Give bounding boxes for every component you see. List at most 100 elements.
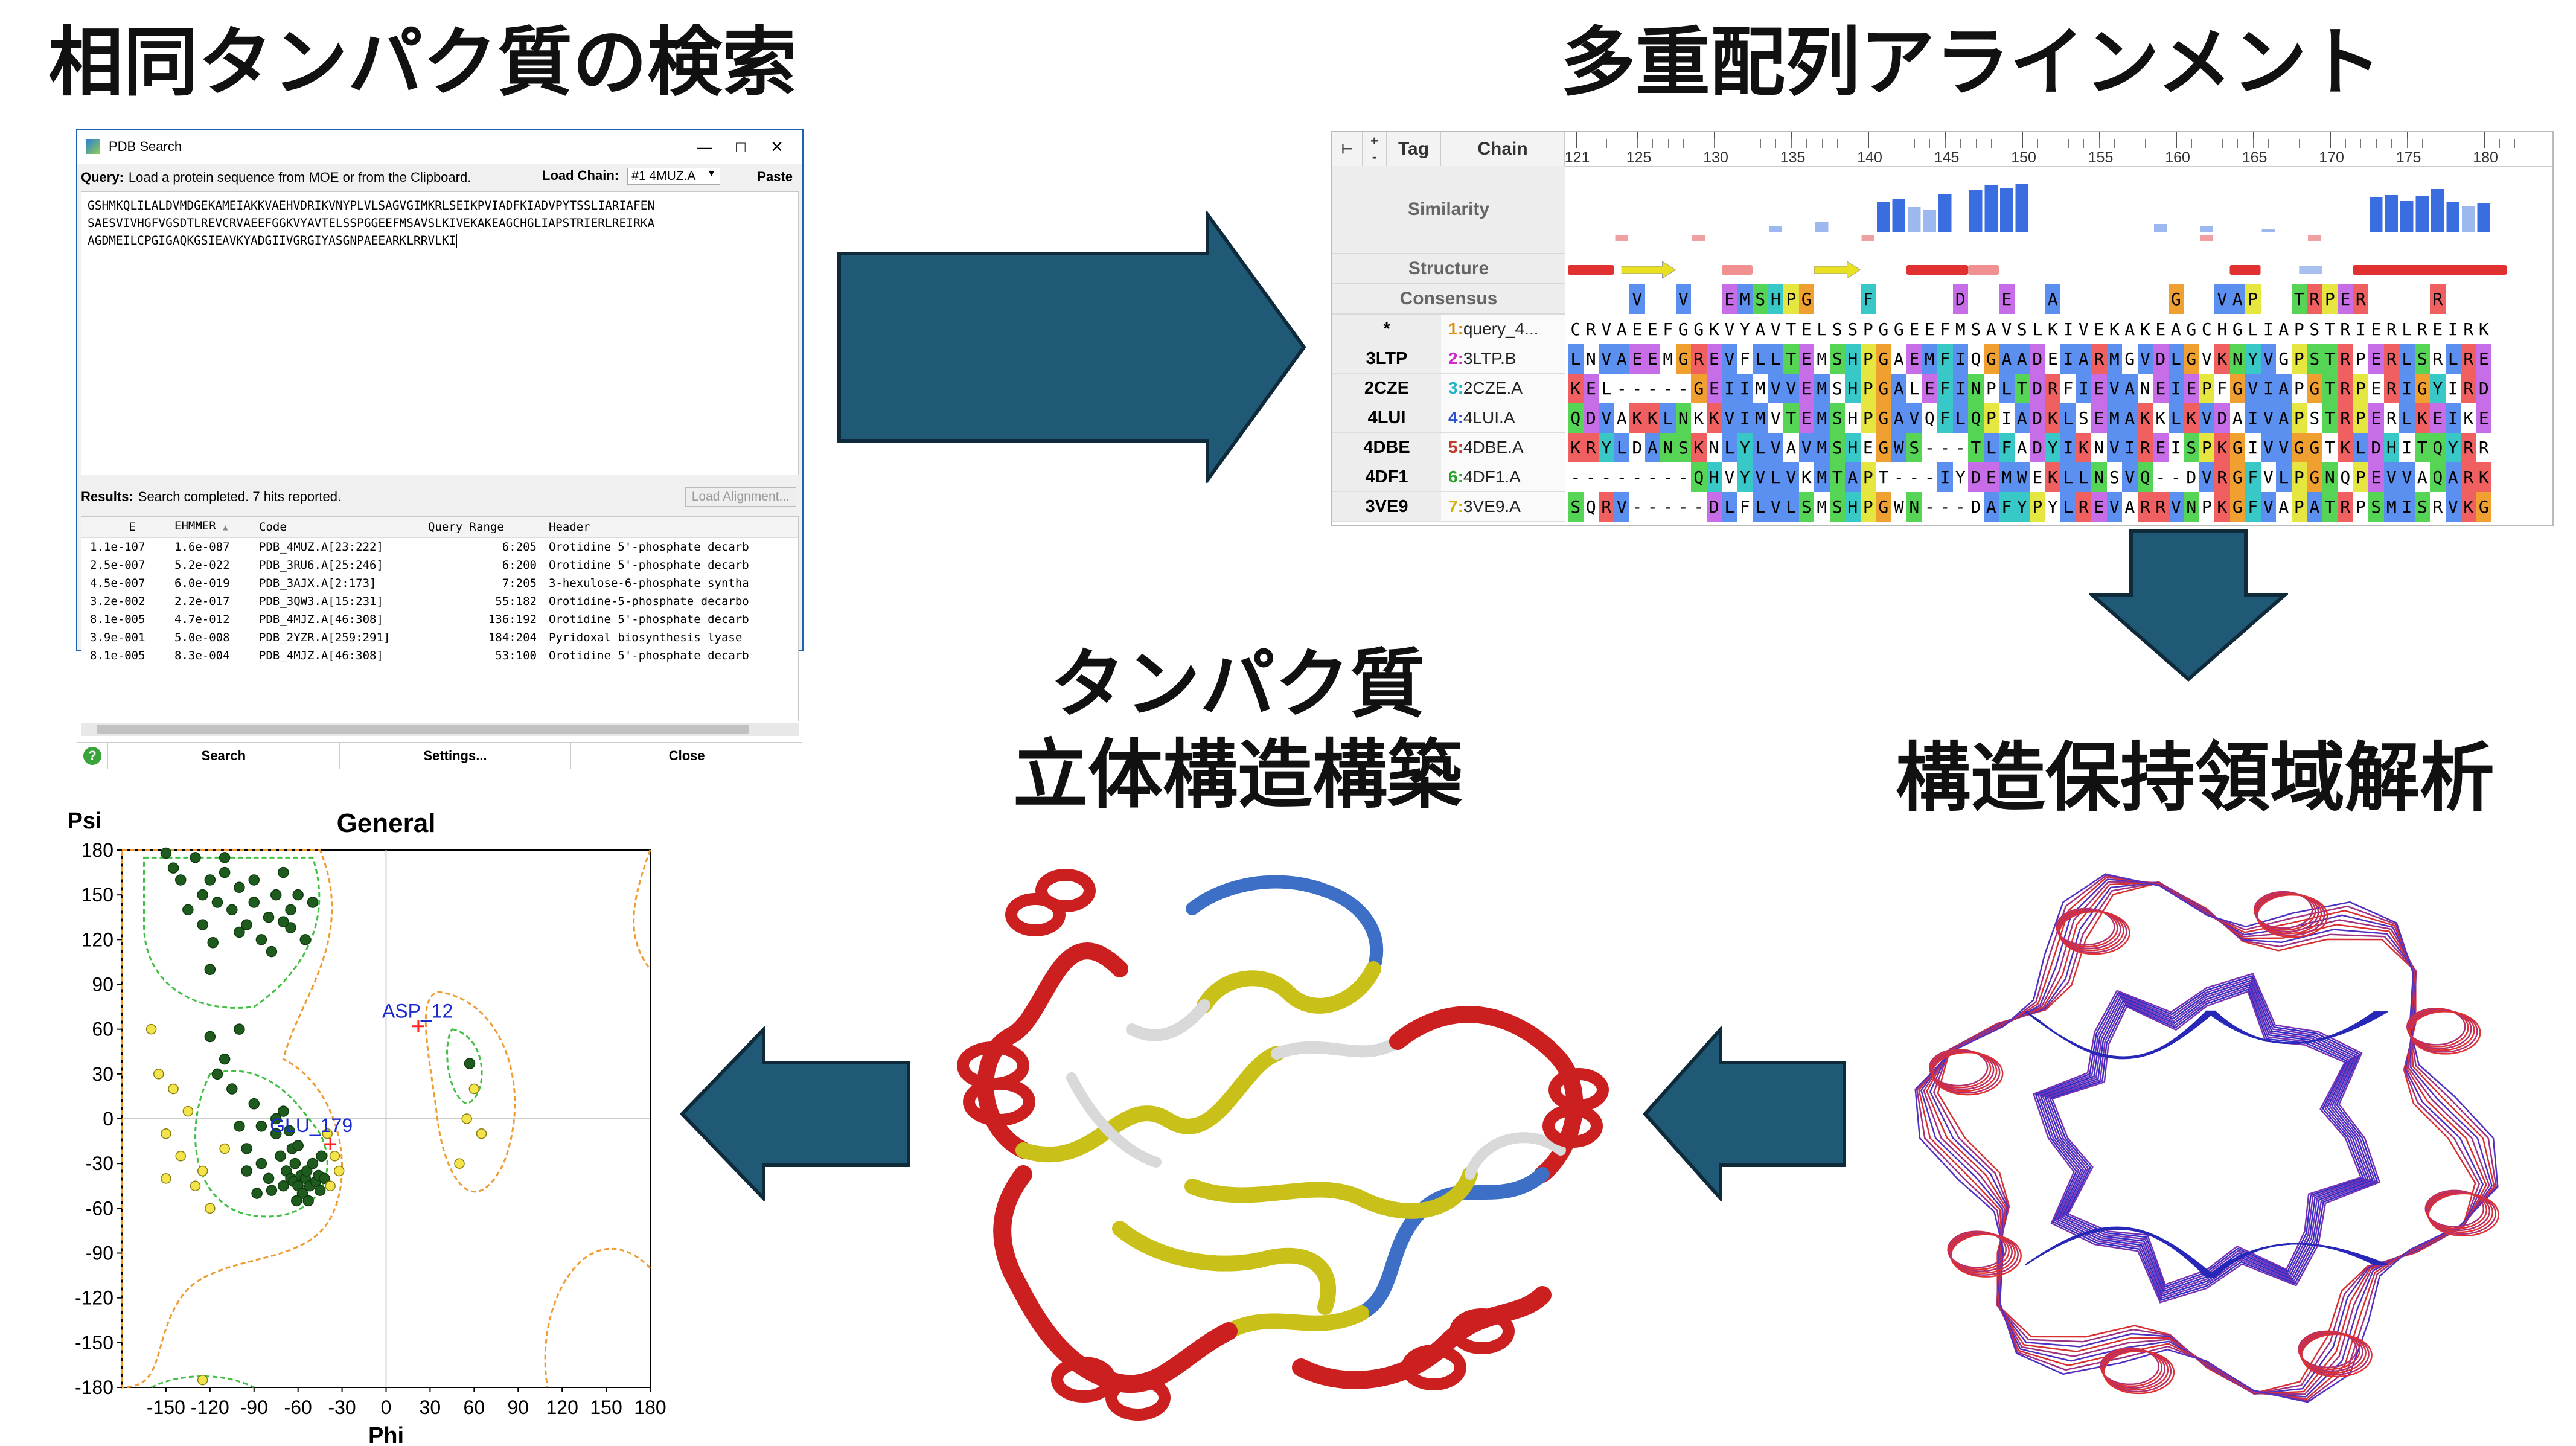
residue: L bbox=[1722, 433, 1737, 462]
sequence-chain[interactable]: 1: query_4... bbox=[1441, 315, 1565, 344]
allowed-residue-point bbox=[205, 1203, 216, 1214]
table-cell: PDB_3QW3.A[15:231] bbox=[259, 595, 383, 608]
residue: - bbox=[1909, 467, 1920, 487]
sequence-chain[interactable]: 2: 3LTP.B bbox=[1441, 344, 1565, 374]
sequence-chain[interactable]: 4: 4LUI.A bbox=[1441, 403, 1565, 433]
load-chain-select[interactable]: #1 4MUZ.A▼ bbox=[627, 168, 721, 185]
tag-header[interactable]: Tag bbox=[1387, 132, 1441, 166]
horizontal-scrollbar[interactable] bbox=[81, 723, 799, 736]
column-header-ehmmer[interactable]: EHMMER ▲ bbox=[174, 519, 228, 533]
residue: A bbox=[2417, 467, 2427, 487]
residue: S bbox=[2016, 319, 2027, 339]
favored-residue-point bbox=[255, 934, 267, 945]
residue: S bbox=[1906, 433, 1922, 462]
consensus-residue: M bbox=[1737, 284, 1753, 314]
table-cell: 4.5e-007 bbox=[90, 577, 145, 590]
sequence-textarea[interactable]: GSHMKQLILALDVMDGEKAMEIAKKVAEHVDRIKVNYPLV… bbox=[81, 191, 799, 475]
chain-name: 4LUI.A bbox=[1463, 408, 1515, 427]
search-button[interactable]: Search bbox=[107, 743, 339, 769]
residue: L bbox=[1783, 492, 1799, 522]
residue: G bbox=[1675, 344, 1691, 374]
load-alignment-button[interactable]: Load Alignment... bbox=[685, 487, 796, 507]
favored-residue-point bbox=[278, 1105, 289, 1117]
residue: E bbox=[1862, 438, 1873, 458]
favored-residue-point bbox=[241, 1165, 252, 1177]
allowed-residue-point bbox=[468, 1083, 480, 1095]
residue: D bbox=[1970, 497, 1981, 517]
residue: T bbox=[1783, 344, 1799, 374]
helix-marker bbox=[1968, 265, 1999, 275]
column-header-e[interactable]: E bbox=[129, 520, 136, 534]
residue: Q bbox=[1924, 408, 1935, 428]
consensus-residue: T bbox=[2291, 284, 2307, 314]
residue: L bbox=[1753, 433, 1768, 462]
sequence-tag[interactable]: 4LUI bbox=[1332, 403, 1441, 433]
residue: P bbox=[2199, 374, 2214, 403]
residue: R bbox=[2153, 492, 2169, 522]
table-cell: 1.1e-107 bbox=[90, 540, 145, 554]
minimize-icon[interactable]: — bbox=[697, 138, 712, 156]
strand-marker bbox=[1814, 261, 1861, 279]
favored-residue-point bbox=[197, 919, 208, 930]
sequence-chain[interactable]: 7: 3VE9.A bbox=[1441, 492, 1565, 522]
helix-marker bbox=[1568, 265, 1614, 275]
residue: N bbox=[1675, 403, 1691, 433]
maximize-icon[interactable]: □ bbox=[736, 138, 746, 156]
ruler-label: 145 bbox=[1934, 149, 1960, 166]
column-header-code[interactable]: Code bbox=[259, 520, 287, 534]
residue: A bbox=[1786, 438, 1797, 458]
chain-header[interactable]: Chain bbox=[1441, 132, 1565, 166]
sequence-tag[interactable]: 3LTP bbox=[1332, 344, 1441, 374]
column-header-range[interactable]: Query Range bbox=[428, 520, 504, 534]
consensus-residue: E bbox=[1999, 284, 2015, 314]
x-tick-label: 60 bbox=[464, 1396, 485, 1418]
sequence-tag[interactable]: 4DBE bbox=[1332, 433, 1441, 462]
residue: K bbox=[1708, 319, 1719, 339]
residue: T bbox=[1786, 319, 1797, 339]
column-header-header[interactable]: Header bbox=[549, 520, 590, 534]
residue: V bbox=[2199, 403, 2214, 433]
residue: M bbox=[2106, 344, 2122, 374]
table-cell: PDB_4MUZ.A[23:222] bbox=[259, 540, 383, 554]
sequence-tag[interactable]: * bbox=[1332, 315, 1441, 344]
consensus-residue: D bbox=[1952, 284, 1968, 314]
residue: N bbox=[2229, 344, 2245, 374]
sequence-chain[interactable]: 3: 2CZE.A bbox=[1441, 374, 1565, 403]
sequence-tag[interactable]: 3VE9 bbox=[1332, 492, 1441, 522]
tree-icon[interactable]: ⊢ bbox=[1332, 132, 1363, 166]
residue: F bbox=[1663, 319, 1673, 339]
paste-button[interactable]: Paste bbox=[757, 169, 793, 184]
residue: K bbox=[1629, 403, 1645, 433]
close-button[interactable]: Close bbox=[570, 743, 802, 769]
favored-region-contour bbox=[194, 1070, 328, 1218]
favored-residue-point bbox=[307, 1157, 319, 1169]
residue: V bbox=[1753, 462, 1768, 492]
expand-collapse-icon[interactable]: +- bbox=[1363, 132, 1387, 166]
residue: L bbox=[2399, 344, 2415, 374]
similarity-bar bbox=[2370, 197, 2383, 232]
sequence-tag[interactable]: 2CZE bbox=[1332, 374, 1441, 403]
residue: T bbox=[2322, 492, 2338, 522]
settings-button[interactable]: Settings... bbox=[339, 743, 571, 769]
sequence-tag[interactable]: 4DF1 bbox=[1332, 462, 1441, 492]
sequence-chain[interactable]: 5: 4DBE.A bbox=[1441, 433, 1565, 462]
residue: G bbox=[1983, 344, 1999, 374]
table-cell: 6:200 bbox=[502, 558, 537, 572]
close-icon[interactable]: ✕ bbox=[770, 138, 784, 156]
residue: V bbox=[2106, 433, 2122, 462]
consensus-residue: P bbox=[2245, 284, 2261, 314]
residue: A bbox=[2122, 374, 2138, 403]
residue: E bbox=[1632, 319, 1643, 339]
help-button[interactable]: ? bbox=[77, 743, 107, 769]
arrow-right-icon bbox=[837, 211, 1306, 483]
residue: R bbox=[2461, 462, 2476, 492]
sequence-chain[interactable]: 6: 4DF1.A bbox=[1441, 462, 1565, 492]
table-cell: Orotidine 5'-phosphate decarb bbox=[549, 613, 749, 626]
